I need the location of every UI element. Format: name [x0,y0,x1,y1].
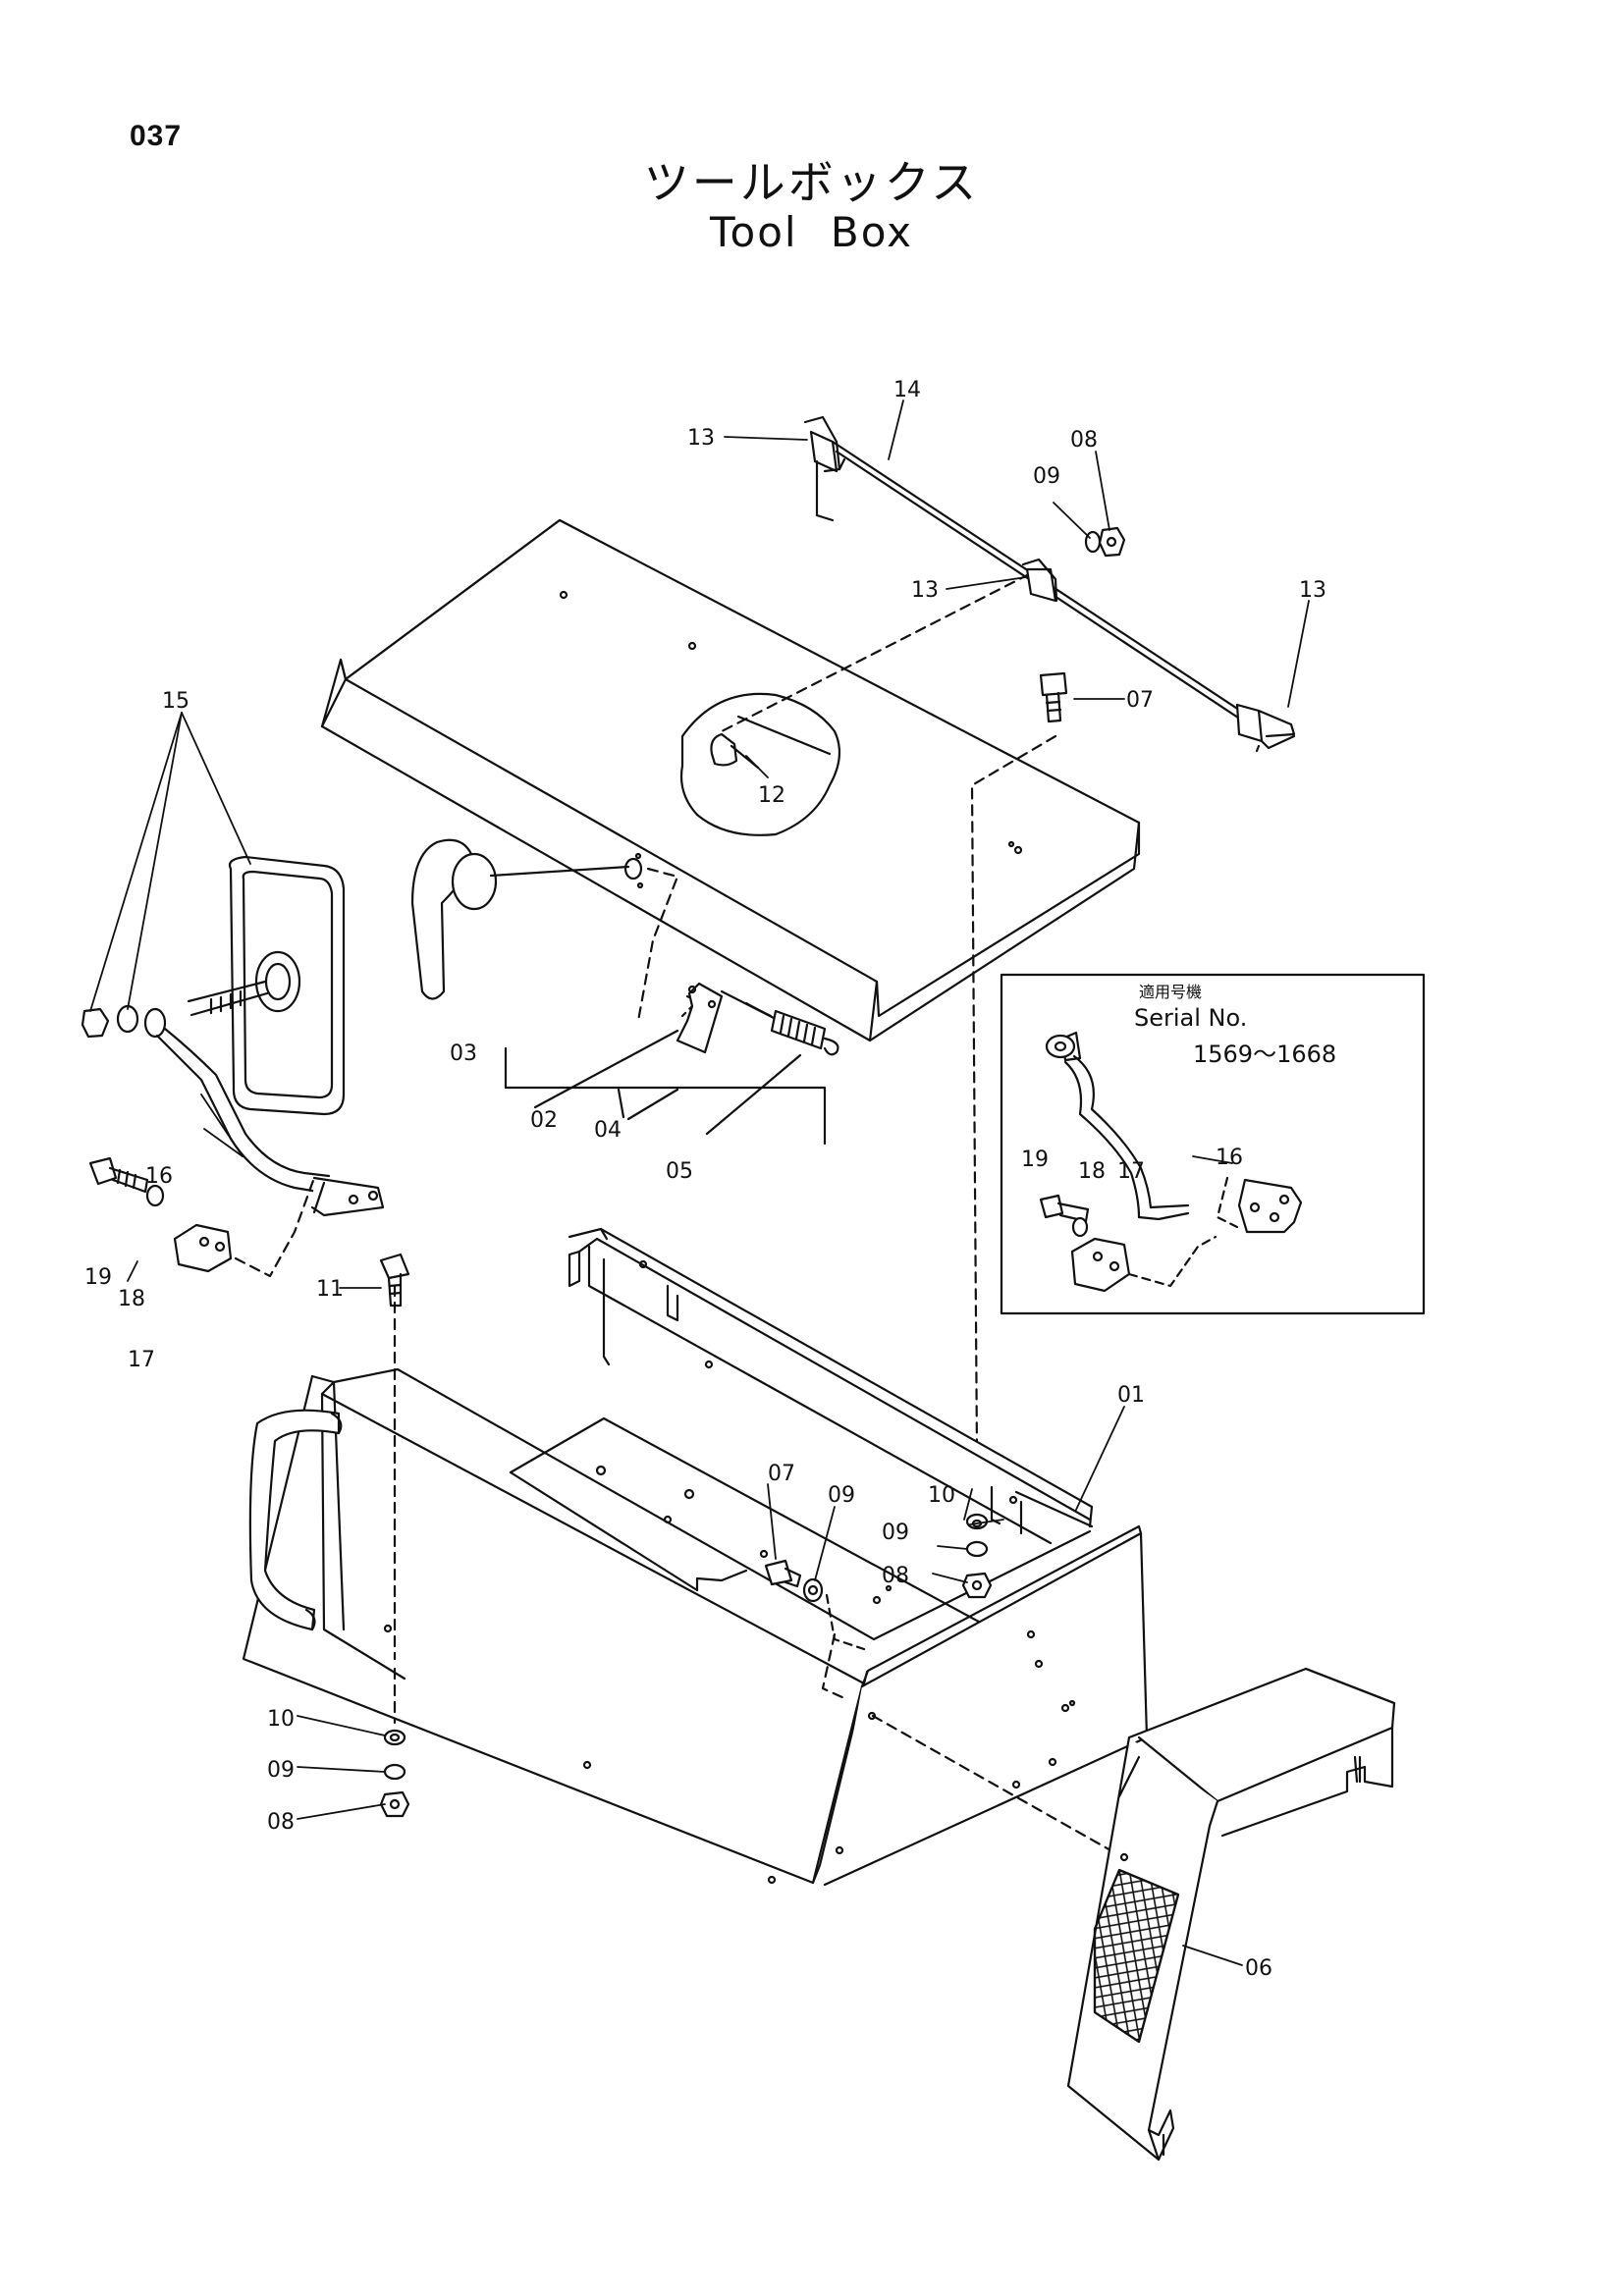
callout-05: 05 [666,1159,693,1184]
side-cover [1066,1667,1396,2162]
tool-box-body [242,1227,1149,1887]
callout-10-left: 10 [267,1707,295,1732]
callout-16-inset: 16 [1216,1146,1243,1170]
callout-18-left: 18 [118,1287,145,1311]
callout-08-left: 08 [267,1810,295,1835]
page-number: 037 [130,120,183,152]
callout-13-top: 13 [687,426,715,451]
inset-serial-label: Serial No. [1134,1004,1247,1032]
callout-10-right: 10 [928,1483,955,1508]
callout-08-right: 08 [882,1564,909,1588]
leader-lines [89,400,1310,1966]
callout-19-left: 19 [84,1265,112,1290]
callout-09-left: 09 [267,1758,295,1783]
callout-12: 12 [758,783,785,808]
callout-07-top: 07 [1126,688,1154,713]
bolt-07-top [1039,671,1068,723]
inset-serial-range: 1569～1668 [1193,1041,1336,1068]
callout-02: 02 [530,1108,558,1133]
callout-01: 01 [1117,1383,1145,1408]
title-english: Tool Box [709,208,913,256]
callout-06: 06 [1245,1956,1272,1981]
title-japanese: ツールボックス [643,156,980,209]
inset-applicable-text: 適用号機 [1139,983,1202,1001]
nut-stack-left [379,1729,410,1818]
nut-stack-right [961,1513,993,1599]
callouts: 14 13 08 09 13 13 07 12 15 03 04 02 05 1… [84,378,1336,1981]
callout-04: 04 [594,1118,622,1143]
inset-panel [1000,973,1426,1315]
callout-18-inset: 18 [1078,1159,1106,1184]
callout-03: 03 [450,1041,477,1066]
callout-13-mid: 13 [911,578,939,603]
callout-15: 15 [162,689,189,714]
callout-07-mid: 07 [768,1462,795,1486]
bolt-07-middle [764,1559,866,1651]
bolt-11 [379,1253,410,1308]
callout-09-mid: 09 [828,1483,855,1508]
lid [320,518,1141,1042]
hinge-rod [803,415,1296,753]
callout-09-top: 09 [1033,464,1060,489]
mirror [81,855,385,1217]
callout-08-top: 08 [1070,428,1098,453]
callout-11: 11 [316,1277,344,1302]
callout-19-inset: 19 [1021,1148,1049,1172]
callout-09-right: 09 [882,1521,909,1545]
callout-14: 14 [893,378,921,402]
callout-16-left: 16 [145,1164,173,1189]
callout-17-left: 17 [128,1348,155,1372]
callout-17-inset: 17 [1117,1159,1145,1184]
left-mount [88,1156,326,1278]
latch-assembly [410,838,839,1056]
callout-13-right: 13 [1299,578,1326,603]
